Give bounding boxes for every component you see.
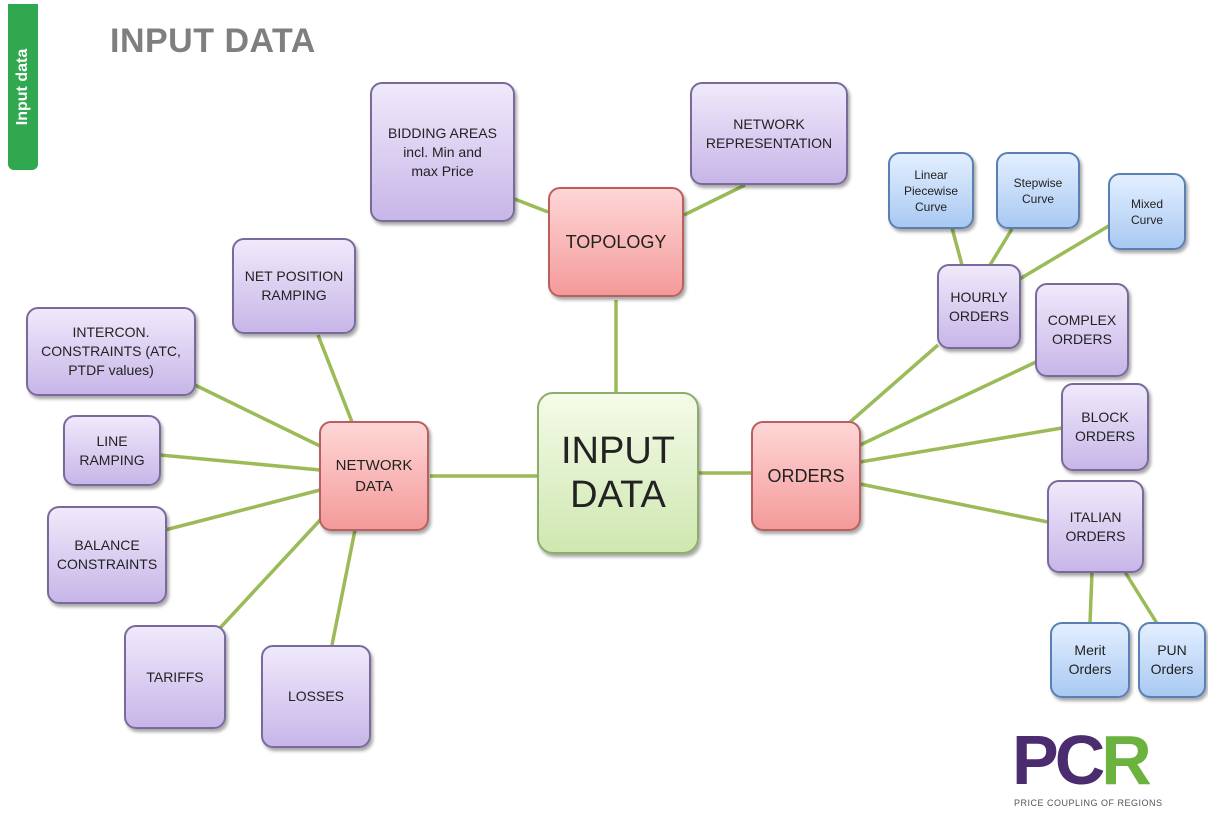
pcr-logo-wordmark: PCR	[1012, 721, 1152, 799]
link-italian-merit	[1088, 571, 1094, 624]
complex-orders-node: COMPLEX ORDERS	[1035, 283, 1129, 377]
link-stepwise-hourly	[988, 228, 1014, 266]
stepwise-curve-node: Stepwise Curve	[996, 152, 1080, 229]
mixed-curve-node: Mixed Curve	[1108, 173, 1186, 250]
link-mixed-hourly	[1017, 222, 1113, 282]
pun-orders-node: PUN Orders	[1138, 622, 1206, 698]
line-ramping-node: LINE RAMPING	[63, 415, 161, 486]
link-netpos-network	[316, 334, 354, 423]
link-orders-complex	[859, 360, 1037, 447]
link-balance-network	[164, 488, 321, 532]
pcr-logo: PCR PRICE COUPLING OF REGIONS	[1012, 724, 1192, 808]
tariffs-node: TARIFFS	[124, 625, 226, 729]
orders-node: ORDERS	[751, 421, 861, 531]
net-position-ramping-node: NET POSITION RAMPING	[232, 238, 356, 334]
hourly-orders-node: HOURLY ORDERS	[937, 264, 1021, 349]
link-topology-network-rep	[683, 183, 746, 217]
italian-orders-node: ITALIAN ORDERS	[1047, 480, 1144, 573]
link-line-ramping-network	[159, 453, 321, 472]
link-linear-hourly	[950, 227, 964, 266]
bidding-areas-node: BIDDING AREAS incl. Min and max Price	[370, 82, 515, 222]
link-orders-italian	[859, 482, 1049, 524]
topology-node: TOPOLOGY	[548, 187, 684, 297]
block-orders-node: BLOCK ORDERS	[1061, 383, 1149, 471]
link-italian-pun	[1123, 571, 1160, 626]
intercon-constraints-node: INTERCON. CONSTRAINTS (ATC, PTDF values)	[26, 307, 196, 396]
network-representation-node: NETWORK REPRESENTATION	[690, 82, 848, 185]
pcr-logo-subtitle: PRICE COUPLING OF REGIONS	[1014, 798, 1163, 808]
linear-piecewise-curve-node: Linear Piecewise Curve	[888, 152, 974, 229]
link-orders-block	[859, 426, 1063, 464]
link-orders-hourly	[848, 343, 940, 424]
network-data-node: NETWORK DATA	[319, 421, 429, 531]
input-data-node: INPUT DATA	[537, 392, 699, 554]
merit-orders-node: Merit Orders	[1050, 622, 1130, 698]
link-tariffs-network	[218, 516, 324, 630]
balance-constraints-node: BALANCE CONSTRAINTS	[47, 506, 167, 604]
link-intercon-network	[194, 383, 321, 448]
side-tab: Input data	[8, 4, 38, 170]
link-bidding-topology	[511, 196, 549, 214]
page-title: INPUT DATA	[110, 22, 316, 60]
link-losses-network	[330, 529, 357, 646]
losses-node: LOSSES	[261, 645, 371, 748]
